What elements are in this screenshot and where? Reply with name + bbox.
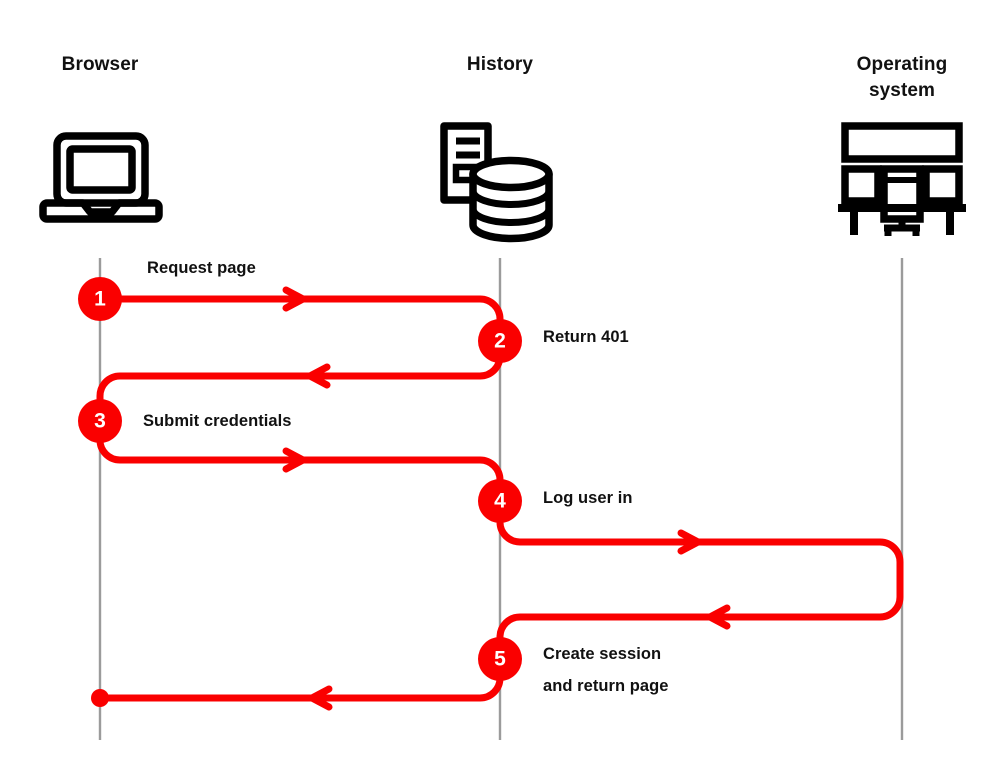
message-arrow-3 xyxy=(96,400,504,519)
message-arrow-5 xyxy=(91,656,504,711)
message-endpoint-dot xyxy=(91,689,109,707)
message-arrow-2 xyxy=(96,351,504,408)
workstation-desk-icon xyxy=(838,122,966,236)
actor-label-browser: Browser xyxy=(61,54,139,75)
message-label-4: Log user in xyxy=(543,489,633,507)
laptop-icon xyxy=(39,132,163,223)
message-label-2: Return 401 xyxy=(543,328,629,346)
actor-label-history: History xyxy=(466,54,534,75)
step-badge-3[interactable]: 3 xyxy=(78,399,122,443)
message-label-3: Submit credentials xyxy=(143,412,292,430)
step-badge-1[interactable]: 1 xyxy=(78,277,122,321)
message-arrow-1 xyxy=(96,286,504,359)
step-badge-3-number: 3 xyxy=(94,410,106,433)
step-badge-5[interactable]: 5 xyxy=(478,637,522,681)
step-badge-5-number: 5 xyxy=(494,648,506,671)
database-document-icon xyxy=(440,122,553,243)
step-badge-4-number: 4 xyxy=(494,490,506,513)
message-arrow-4 xyxy=(496,511,904,664)
step-badge-2[interactable]: 2 xyxy=(478,319,522,363)
message-label-1: Request page xyxy=(147,259,256,277)
step-badge-4[interactable]: 4 xyxy=(478,479,522,523)
step-badge-2-number: 2 xyxy=(494,330,506,353)
step-badge-1-number: 1 xyxy=(94,288,106,311)
